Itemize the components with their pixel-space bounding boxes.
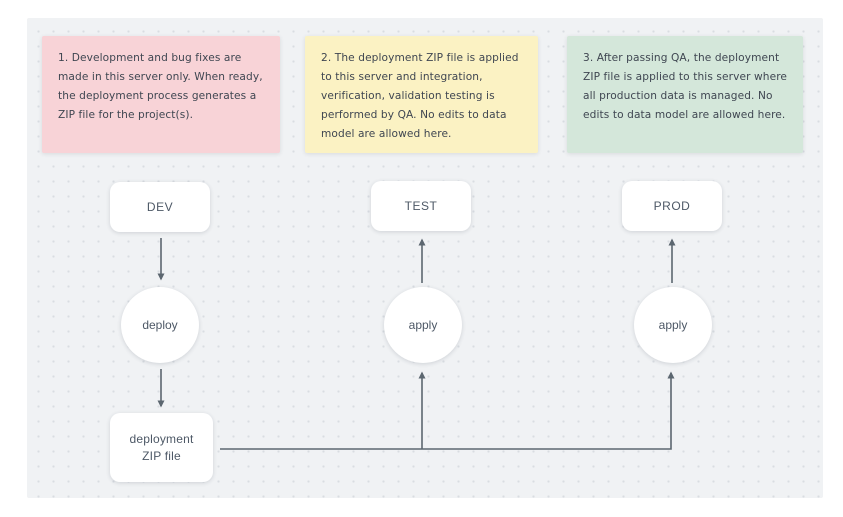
node-deployment-zip-file[interactable]: deployment ZIP file [110,413,213,482]
sticky-note-dev[interactable]: 1. Development and bug fixes are made in… [42,36,280,153]
node-prod-label: PROD [653,199,691,213]
node-zip-label-line1: deployment [129,431,194,446]
node-zip-label-line2: ZIP file [142,448,181,463]
node-test-label: TEST [404,199,438,213]
node-deploy-label: deploy [142,318,178,332]
sticky-note-test[interactable]: 2. The deployment ZIP file is applied to… [305,36,538,153]
sticky-note-test-text: 2. The deployment ZIP file is applied to… [321,52,519,140]
node-apply-test[interactable]: apply [384,287,462,363]
node-deploy[interactable]: deploy [121,287,199,363]
node-apply-prod[interactable]: apply [634,287,712,363]
sticky-note-dev-text: 1. Development and bug fixes are made in… [58,52,263,121]
node-apply-test-label: apply [408,318,438,332]
node-test[interactable]: TEST [371,181,471,231]
node-dev[interactable]: DEV [110,182,210,232]
node-apply-prod-label: apply [658,318,688,332]
sticky-note-prod-text: 3. After passing QA, the deployment ZIP … [583,52,788,121]
node-prod[interactable]: PROD [622,181,722,231]
node-dev-label: DEV [146,200,174,214]
sticky-note-prod[interactable]: 3. After passing QA, the deployment ZIP … [567,36,803,153]
connector-zip-to-apply-prod[interactable] [220,371,675,450]
